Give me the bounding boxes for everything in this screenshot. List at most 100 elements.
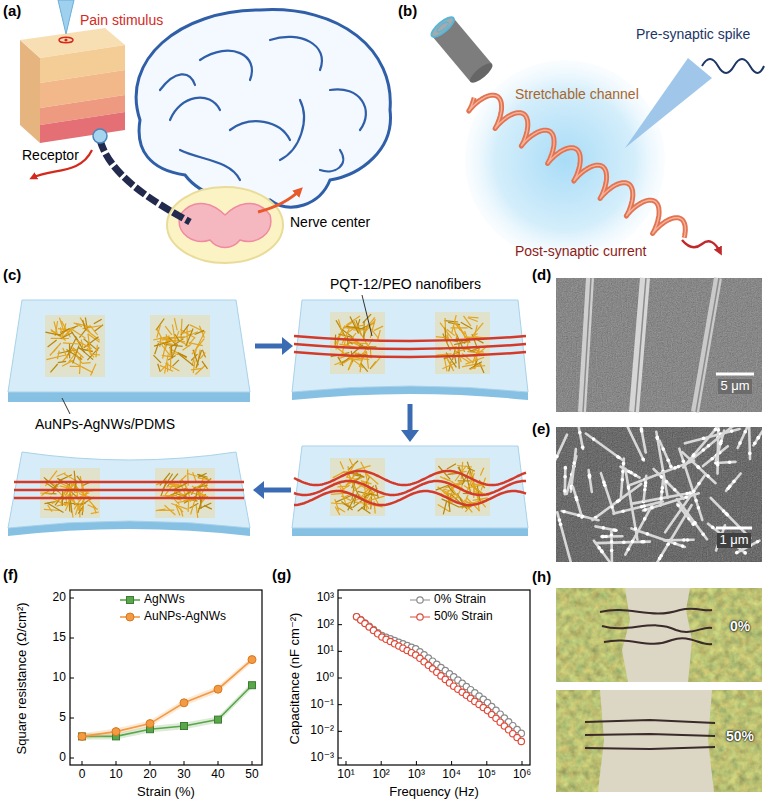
gold-particle <box>564 466 568 470</box>
nanowire <box>473 350 484 352</box>
axis-title: Capacitance (nF cm⁻²) <box>289 612 304 744</box>
nanowire <box>169 483 179 485</box>
data-marker <box>249 682 256 689</box>
gold-particle <box>602 526 606 530</box>
nanowire <box>358 504 367 511</box>
synapse-illustration-part-part <box>467 60 495 86</box>
gold-particle <box>706 474 710 478</box>
nanowire-patch <box>40 468 100 518</box>
nanowire <box>348 333 356 343</box>
sem-nanofibers-part-part <box>635 278 646 412</box>
nanowire-rod <box>656 432 667 498</box>
tick-label: 10⁻² <box>310 724 334 738</box>
nanowire-rod <box>644 476 647 501</box>
gold-particle <box>642 540 646 544</box>
gold-particle <box>616 500 620 504</box>
legend-sample <box>417 614 423 620</box>
nanowire <box>60 318 65 333</box>
gold-particle <box>728 460 732 464</box>
nanowire-rod <box>563 467 566 494</box>
sem-nanofibers-part-part <box>696 278 719 412</box>
nanowire <box>458 357 460 368</box>
nanowire <box>346 326 364 329</box>
nanowire <box>193 360 195 373</box>
nanowire <box>447 464 456 469</box>
data-marker <box>78 732 86 740</box>
nanowire-rod <box>683 427 729 467</box>
tick-label: 10² <box>373 768 390 782</box>
tick-mark <box>184 761 185 765</box>
data-marker <box>146 720 154 728</box>
gold-particle <box>692 453 696 457</box>
sem-nanofibers-part <box>716 373 754 376</box>
tick-label: 40 <box>211 768 224 782</box>
gold-particle <box>682 459 686 463</box>
sem-nanofibers-part-part <box>695 278 718 412</box>
panel-label: (a) <box>3 2 21 19</box>
sem-nanofibers <box>556 278 762 412</box>
gold-particle <box>702 437 706 441</box>
gold-particle <box>673 466 677 470</box>
pain-pathway-illustration-part <box>64 38 67 41</box>
gold-particle <box>644 484 648 488</box>
gold-particle <box>743 551 747 555</box>
nanowire <box>480 468 483 476</box>
gold-particle <box>559 523 563 527</box>
gold-particle <box>610 540 614 544</box>
gold-particle <box>655 435 659 439</box>
tick-mark <box>486 761 487 765</box>
nanowire-rod <box>654 469 684 499</box>
nanowire <box>167 363 168 372</box>
gold-particle <box>627 485 631 489</box>
gold-particle <box>707 444 711 448</box>
nanowire <box>200 353 205 359</box>
data-marker <box>112 728 120 736</box>
tick-label: 50 <box>245 768 258 782</box>
nanowire <box>340 462 344 470</box>
gold-particle <box>610 549 614 553</box>
gold-particle <box>616 455 620 459</box>
nanowire-patch <box>330 312 385 374</box>
gold-particle <box>685 492 689 496</box>
tick-label: 10¹ <box>337 768 354 782</box>
fabrication-process-part <box>40 468 215 518</box>
panel-label: (e) <box>532 420 550 437</box>
fabrication-process-part <box>253 337 419 499</box>
axis-title: Square resistance (Ω/cm²) <box>15 602 30 754</box>
buckled-fiber <box>294 471 526 485</box>
gold-particle <box>738 441 742 445</box>
gold-particle <box>601 535 605 539</box>
synapse-illustration-part <box>625 58 712 148</box>
nanowire <box>468 316 479 318</box>
synapse-illustration-part-part <box>429 14 457 40</box>
nanowire <box>66 349 82 359</box>
nanowire <box>192 339 204 355</box>
nanowire <box>469 362 482 369</box>
pain-pathway-illustration-part <box>258 190 300 212</box>
nanowire <box>160 337 161 347</box>
optical-micrographs-part-part <box>585 734 715 736</box>
nanowire <box>153 355 161 363</box>
data-marker <box>215 716 222 723</box>
data-marker <box>180 699 188 707</box>
scale-bar-label: 5 μm <box>718 379 751 394</box>
fabrication-process-part <box>362 295 372 336</box>
gold-particle <box>572 461 576 465</box>
nanowire <box>180 329 195 338</box>
nanowire-rod <box>586 434 623 461</box>
error-band <box>82 656 252 739</box>
scale-bar-label: 1 μm <box>717 533 750 548</box>
sem-nanofibers-part-part <box>582 278 590 412</box>
tick-label: 10⁴ <box>442 768 461 782</box>
sem-nanowires-part <box>556 427 762 562</box>
data-marker <box>79 733 86 740</box>
nanowire <box>83 498 84 512</box>
gold-particle <box>697 482 701 486</box>
optical-micrographs-part <box>622 588 692 682</box>
pain-pathway-illustration-part <box>167 187 283 263</box>
nanowire <box>162 345 172 358</box>
nanowire <box>340 488 345 503</box>
nanowire <box>57 473 66 477</box>
data-marker <box>181 723 188 730</box>
gold-particle <box>661 486 665 490</box>
